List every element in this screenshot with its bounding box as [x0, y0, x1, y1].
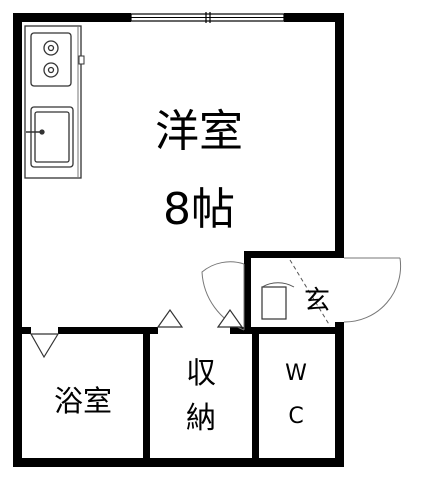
stove-frame — [30, 32, 72, 87]
stove-outlet — [78, 55, 85, 65]
wall-top-right — [284, 13, 344, 22]
entrance-step-line — [289, 259, 331, 327]
kitchen-sink-icon — [26, 106, 74, 168]
sink-drain — [39, 129, 45, 135]
sink-basin — [34, 111, 70, 163]
wc-label-line2: C — [288, 404, 303, 429]
storage-door-marker-left — [156, 308, 184, 328]
wall-divider-c — [230, 327, 344, 334]
wall-right-lower — [335, 322, 344, 467]
counter-outline — [24, 25, 82, 179]
wall-storage-wc — [252, 327, 259, 467]
entrance-door-arc — [343, 257, 402, 323]
wall-entrance-left — [244, 251, 251, 331]
sink-frame — [30, 106, 74, 168]
door-markers — [29, 308, 244, 359]
stove-burner-bottom — [43, 62, 59, 78]
wall-top-left — [13, 13, 131, 22]
kitchen-counter — [24, 25, 82, 179]
storage-door-marker-right — [216, 308, 244, 328]
wall-entrance-top — [244, 251, 344, 258]
storage-label-line1: 収 — [186, 356, 216, 391]
wall-divider-b — [58, 327, 158, 334]
bath-door-marker — [29, 333, 60, 359]
western-room-label: 洋室 — [155, 106, 243, 157]
storage-label-line2: 納 — [186, 401, 216, 436]
shoe-box-arc — [261, 282, 295, 288]
stove-burner-top-core — [47, 44, 55, 52]
shoe-box — [261, 286, 287, 320]
wc-label-line1: W — [285, 361, 307, 386]
wall-right-upper — [335, 13, 344, 255]
wall-bottom — [13, 458, 344, 467]
wall-divider-a — [13, 327, 31, 334]
stove-burner-bottom-core — [47, 66, 55, 74]
wall-left — [13, 13, 22, 467]
two-burner-stove-icon — [30, 32, 72, 87]
entrance-label: 玄 — [304, 286, 330, 316]
window-top — [130, 12, 285, 23]
bath-label: 浴室 — [54, 384, 112, 418]
wall-bath-storage — [143, 327, 150, 467]
walls — [13, 13, 344, 467]
western-room-size: 8帖 — [163, 184, 235, 235]
stove-burner-top — [43, 40, 59, 56]
